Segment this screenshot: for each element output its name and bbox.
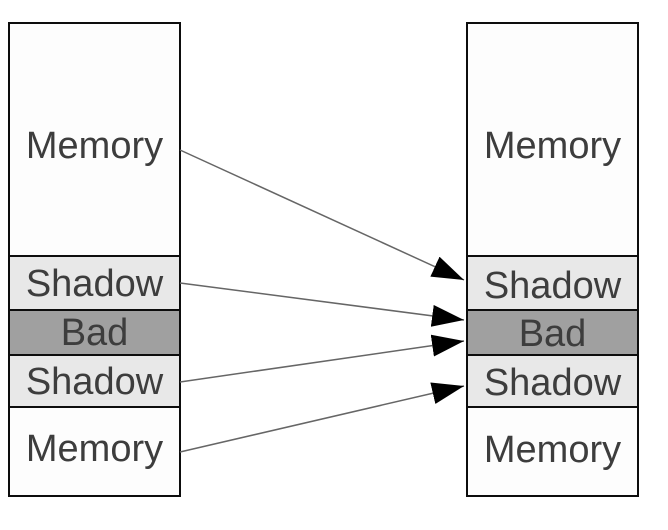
right-shadow-bottom-label: Shadow — [484, 362, 622, 404]
arrow-shadow-top-to-bad — [179, 282, 465, 327]
right-bad-block — [466, 309, 639, 356]
left-memory-top-label: Memory — [26, 125, 163, 167]
left-shadow-bottom-block — [8, 354, 181, 408]
left-memory-bottom-label: Memory — [26, 428, 163, 470]
mapping-arrows — [179, 149, 465, 453]
left-memory-bottom-block — [8, 406, 181, 497]
left-memory-column: Memory Shadow Bad Shadow Memory — [8, 22, 181, 497]
left-shadow-bottom-label: Shadow — [26, 361, 164, 403]
right-memory-bottom-block — [466, 406, 639, 497]
right-bad-label: Bad — [519, 313, 587, 355]
left-memory-top-block — [8, 22, 181, 257]
arrow-memory-bottom-to-shadow-bottom — [179, 382, 465, 453]
right-shadow-top-label: Shadow — [484, 265, 622, 307]
right-memory-top-label: Memory — [484, 125, 621, 167]
left-shadow-top-block — [8, 255, 181, 311]
left-shadow-top-label: Shadow — [26, 263, 164, 305]
right-memory-column: Memory Shadow Bad Shadow Memory — [466, 22, 639, 497]
left-bad-label: Bad — [61, 312, 129, 354]
arrow-shadow-bottom-to-bad — [179, 334, 465, 383]
arrow-memory-top-to-shadow-top — [179, 149, 465, 281]
right-memory-top-block — [466, 22, 639, 257]
right-memory-bottom-label: Memory — [484, 429, 621, 471]
